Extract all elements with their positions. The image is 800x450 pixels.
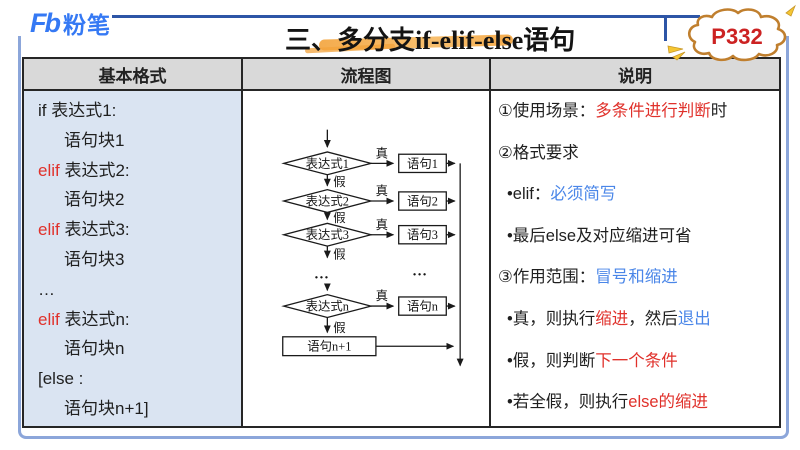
text-segment: else的缩进: [628, 393, 709, 412]
else-statement-label: 语句n+1: [307, 340, 351, 354]
note-line: •假，则判断下一个条件: [498, 341, 775, 383]
note-line: •最后else及对应缩进可省: [498, 216, 775, 258]
code-line: 语句块n: [38, 334, 241, 364]
text-segment: •最后else及对应缩进可省: [507, 226, 692, 245]
text-segment: •若全假，则执行: [507, 393, 629, 412]
text-segment: 多条件进行判断: [595, 102, 711, 120]
page-badge: P332: [667, 4, 796, 62]
decision-label: 表达式n: [306, 300, 349, 314]
false-label: 假: [333, 321, 345, 335]
text-segment: 下一个条件: [595, 351, 678, 370]
page-badge-label: P332: [711, 24, 762, 49]
text-segment: 必须简写: [550, 185, 617, 204]
text-segment: ①使用场景：: [498, 102, 596, 120]
note-line: ②格式要求: [498, 133, 775, 175]
code-line: 语句块n+1]: [38, 394, 241, 424]
content-frame: [18, 36, 789, 439]
text-segment: ②格式要求: [498, 143, 579, 162]
text-segment: 语句块n: [64, 339, 125, 359]
fenbi-logo-text: 粉笔: [63, 12, 111, 38]
statement-label: 语句3: [407, 228, 438, 242]
text-segment: …: [38, 279, 55, 299]
sparkle-icon: [672, 51, 686, 61]
text-segment: [else :: [38, 369, 84, 389]
code-line: …: [38, 275, 241, 305]
note-line: ③作用范围：冒号和缩进: [498, 257, 775, 299]
true-label: 真: [376, 184, 388, 198]
text-segment: elif: [38, 220, 60, 240]
page-title-wrap: 三、多分支if-elif-else语句: [285, 20, 576, 55]
decision-label: 表达式1: [306, 157, 349, 171]
text-segment: elif: [38, 160, 60, 180]
note-line: •真，则执行缩进，然后退出: [498, 299, 775, 341]
text-segment: •真，则执行: [507, 309, 596, 328]
text-segment: ③作用范围：: [498, 268, 596, 287]
note-line: •elif：必须简写: [498, 174, 775, 216]
title-rule: [112, 15, 700, 18]
text-segment: 语句块2: [64, 190, 125, 210]
text-segment: elif: [38, 309, 60, 329]
badge-cloud-shape: [688, 8, 787, 62]
text-segment: •假，则判断: [507, 351, 596, 370]
column-header-format: 基本格式: [24, 59, 243, 91]
sparkle-icon: [785, 4, 796, 17]
text-segment: 冒号和缩进: [595, 268, 678, 287]
text-segment: 表达式n:: [59, 309, 130, 329]
statement-label: 语句1: [407, 157, 438, 171]
statement-label: 语句2: [407, 194, 438, 208]
flowchart-column: 表达式1 真 语句1 假 表达式2 真 语句2 假: [243, 91, 491, 426]
code-line: elif 表达式3:: [38, 215, 241, 245]
flow-ellipsis: …: [314, 266, 329, 282]
fenbi-logo: Fb 粉笔: [30, 6, 111, 40]
notes-block: ①使用场景：多条件进行判断时 ②格式要求 •elif：必须简写 •最后else及对应缩…: [491, 91, 779, 424]
false-label: 假: [333, 211, 345, 225]
code-line: 语句块3: [38, 245, 241, 275]
note-line: ①使用场景：多条件进行判断时: [498, 91, 775, 133]
false-label: 假: [333, 175, 345, 189]
text-segment: if 表达式1:: [38, 101, 117, 120]
column-header-flowchart: 流程图: [243, 59, 491, 91]
column-header-notes: 说明: [491, 59, 779, 91]
code-line: elif 表达式2:: [38, 156, 241, 186]
decision-label: 表达式3: [306, 228, 349, 242]
text-segment: 缩进: [595, 309, 629, 328]
text-segment: 语句块n+1]: [64, 398, 149, 418]
code-line: if 表达式1:: [38, 96, 241, 126]
text-segment: 退出: [677, 309, 711, 328]
flowchart: 表达式1 真 语句1 假 表达式2 真 语句2 假: [281, 129, 464, 367]
fenbi-logo-icon: Fb: [30, 7, 61, 38]
true-label: 真: [376, 218, 388, 232]
decision-label: 表达式2: [306, 194, 349, 208]
title-rule-corner: [664, 15, 667, 41]
page-title: 三、多分支if-elif-else语句: [285, 26, 576, 55]
notes-column: ①使用场景：多条件进行判断时 ②格式要求 •elif：必须简写 •最后else及对应缩…: [491, 91, 779, 426]
text-segment: 语句块1: [64, 130, 125, 150]
code-line: 语句块2: [38, 185, 241, 215]
code-line: [else :: [38, 364, 241, 394]
text-segment: •elif：: [507, 185, 551, 204]
true-label: 真: [376, 146, 388, 160]
false-label: 假: [333, 248, 345, 262]
text-segment: 时: [710, 102, 728, 120]
text-segment: ，然后: [628, 309, 678, 328]
sparkle-icon: [667, 45, 684, 54]
code-line: elif 表达式n:: [38, 305, 241, 335]
note-line: •若全假，则执行else的缩进: [498, 382, 775, 424]
statement-label: 语句n: [407, 300, 438, 314]
flow-ellipsis: …: [412, 263, 427, 279]
true-label: 真: [376, 289, 388, 303]
text-segment: 表达式3:: [59, 220, 130, 240]
text-segment: 语句块3: [64, 249, 125, 269]
text-segment: 表达式2:: [59, 160, 130, 180]
code-line: 语句块1: [38, 126, 241, 156]
